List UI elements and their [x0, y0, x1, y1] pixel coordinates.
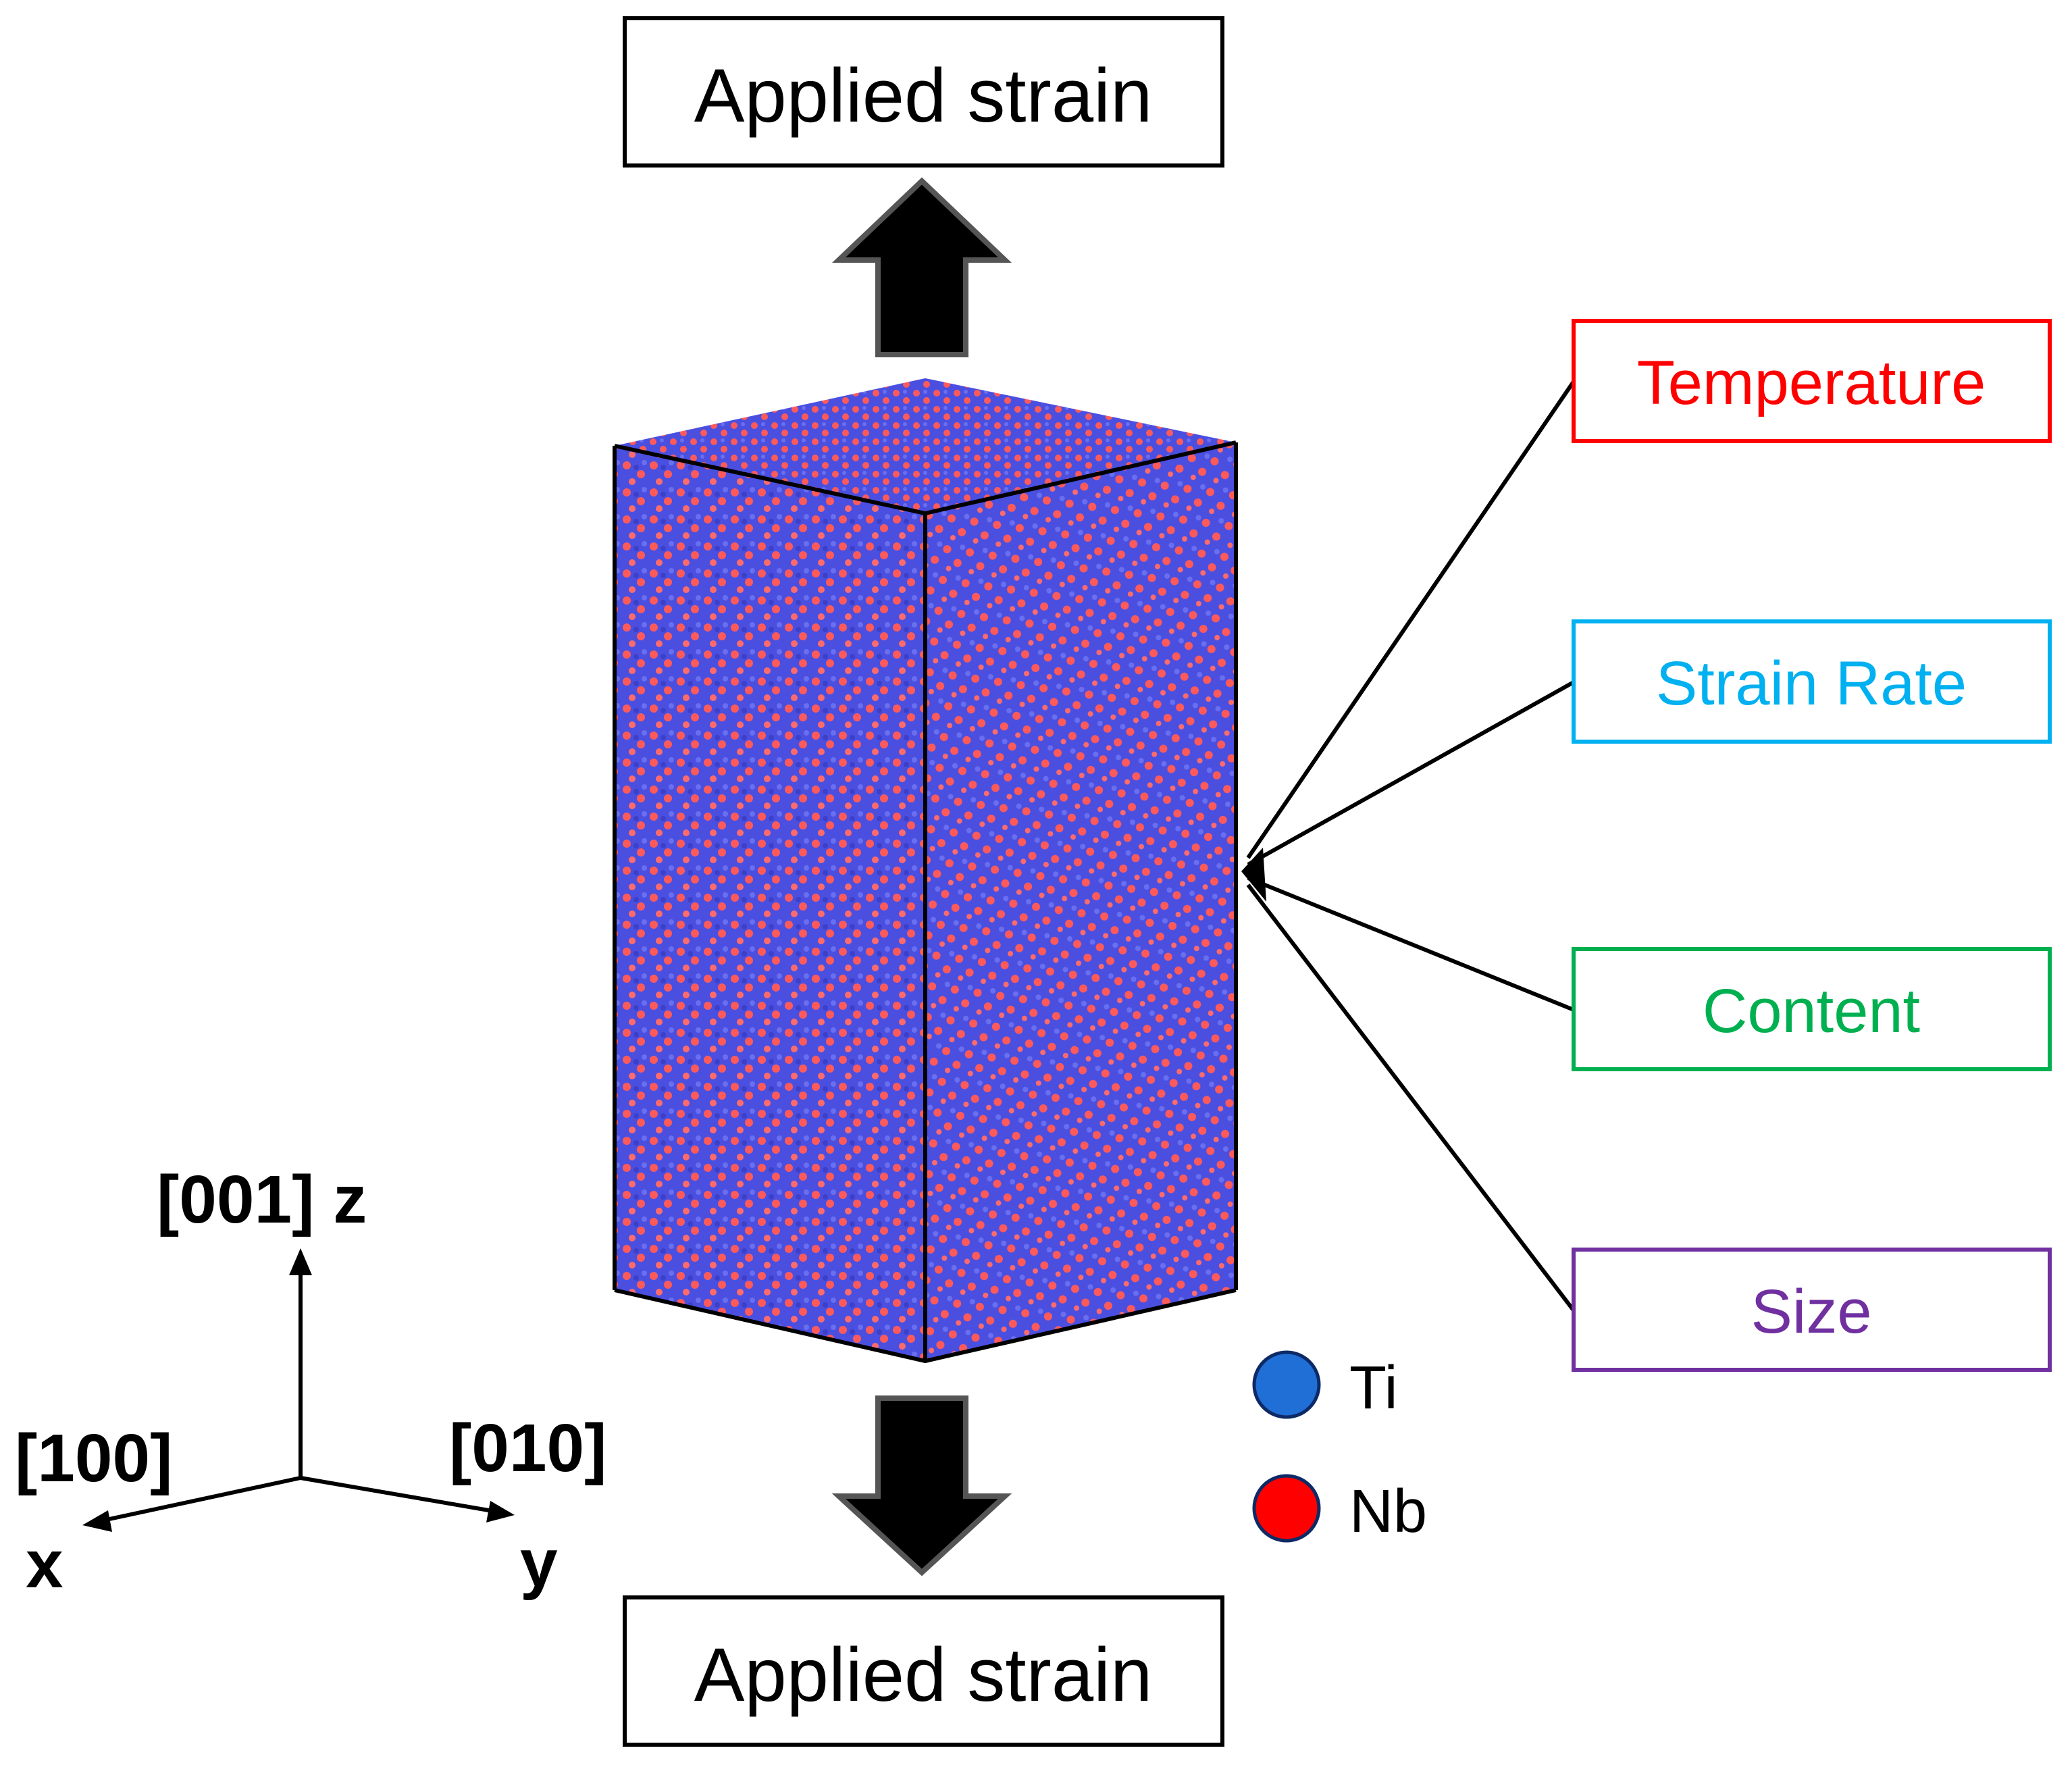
bottom-strain-box: Applied strain: [623, 1595, 1224, 1747]
x-axis-letter: x: [26, 1527, 63, 1602]
nb-atom-icon: [1252, 1474, 1321, 1543]
down-arrow-icon: [831, 1395, 1012, 1576]
param-content-label: Content: [1703, 977, 1920, 1046]
crystal-axes: [001] z [100] x [010] y: [15, 1162, 606, 1602]
param-temperature: Temperature: [1572, 319, 2052, 443]
y-axis-letter: y: [520, 1525, 558, 1601]
connector-arrowhead-icon: [1241, 848, 1266, 902]
top-strain-box: Applied strain: [623, 16, 1224, 168]
parameter-connectors: [1246, 380, 1576, 1312]
param-strain-rate-label: Strain Rate: [1656, 649, 1967, 718]
top-strain-label: Applied strain: [694, 53, 1153, 138]
block-edges: [613, 440, 1238, 1364]
z-axis-label: [001] z: [157, 1162, 367, 1237]
param-content: Content: [1572, 947, 2052, 1071]
legend-nb-label: Nb: [1349, 1478, 1427, 1545]
y-axis-arrowhead-icon: [486, 1501, 515, 1522]
atomistic-block: [613, 378, 1238, 1364]
y-axis-direction: [010]: [449, 1410, 606, 1486]
param-size-label: Size: [1751, 1277, 1872, 1346]
legend: Ti Nb: [1252, 1350, 1427, 1545]
legend-ti-label: Ti: [1349, 1354, 1398, 1422]
bottom-strain-label: Applied strain: [694, 1633, 1153, 1717]
block-front-face: [615, 446, 925, 1361]
param-strain-rate: Strain Rate: [1572, 619, 2052, 744]
x-axis-arrowhead-icon: [82, 1510, 112, 1532]
param-size: Size: [1572, 1248, 2052, 1372]
ti-atom-icon: [1252, 1350, 1321, 1419]
block-side-face: [925, 442, 1236, 1361]
param-temperature-label: Temperature: [1637, 349, 1986, 417]
x-axis-direction: [100]: [15, 1420, 172, 1496]
up-arrow-icon: [831, 177, 1012, 357]
z-axis-arrowhead-icon: [289, 1248, 312, 1275]
